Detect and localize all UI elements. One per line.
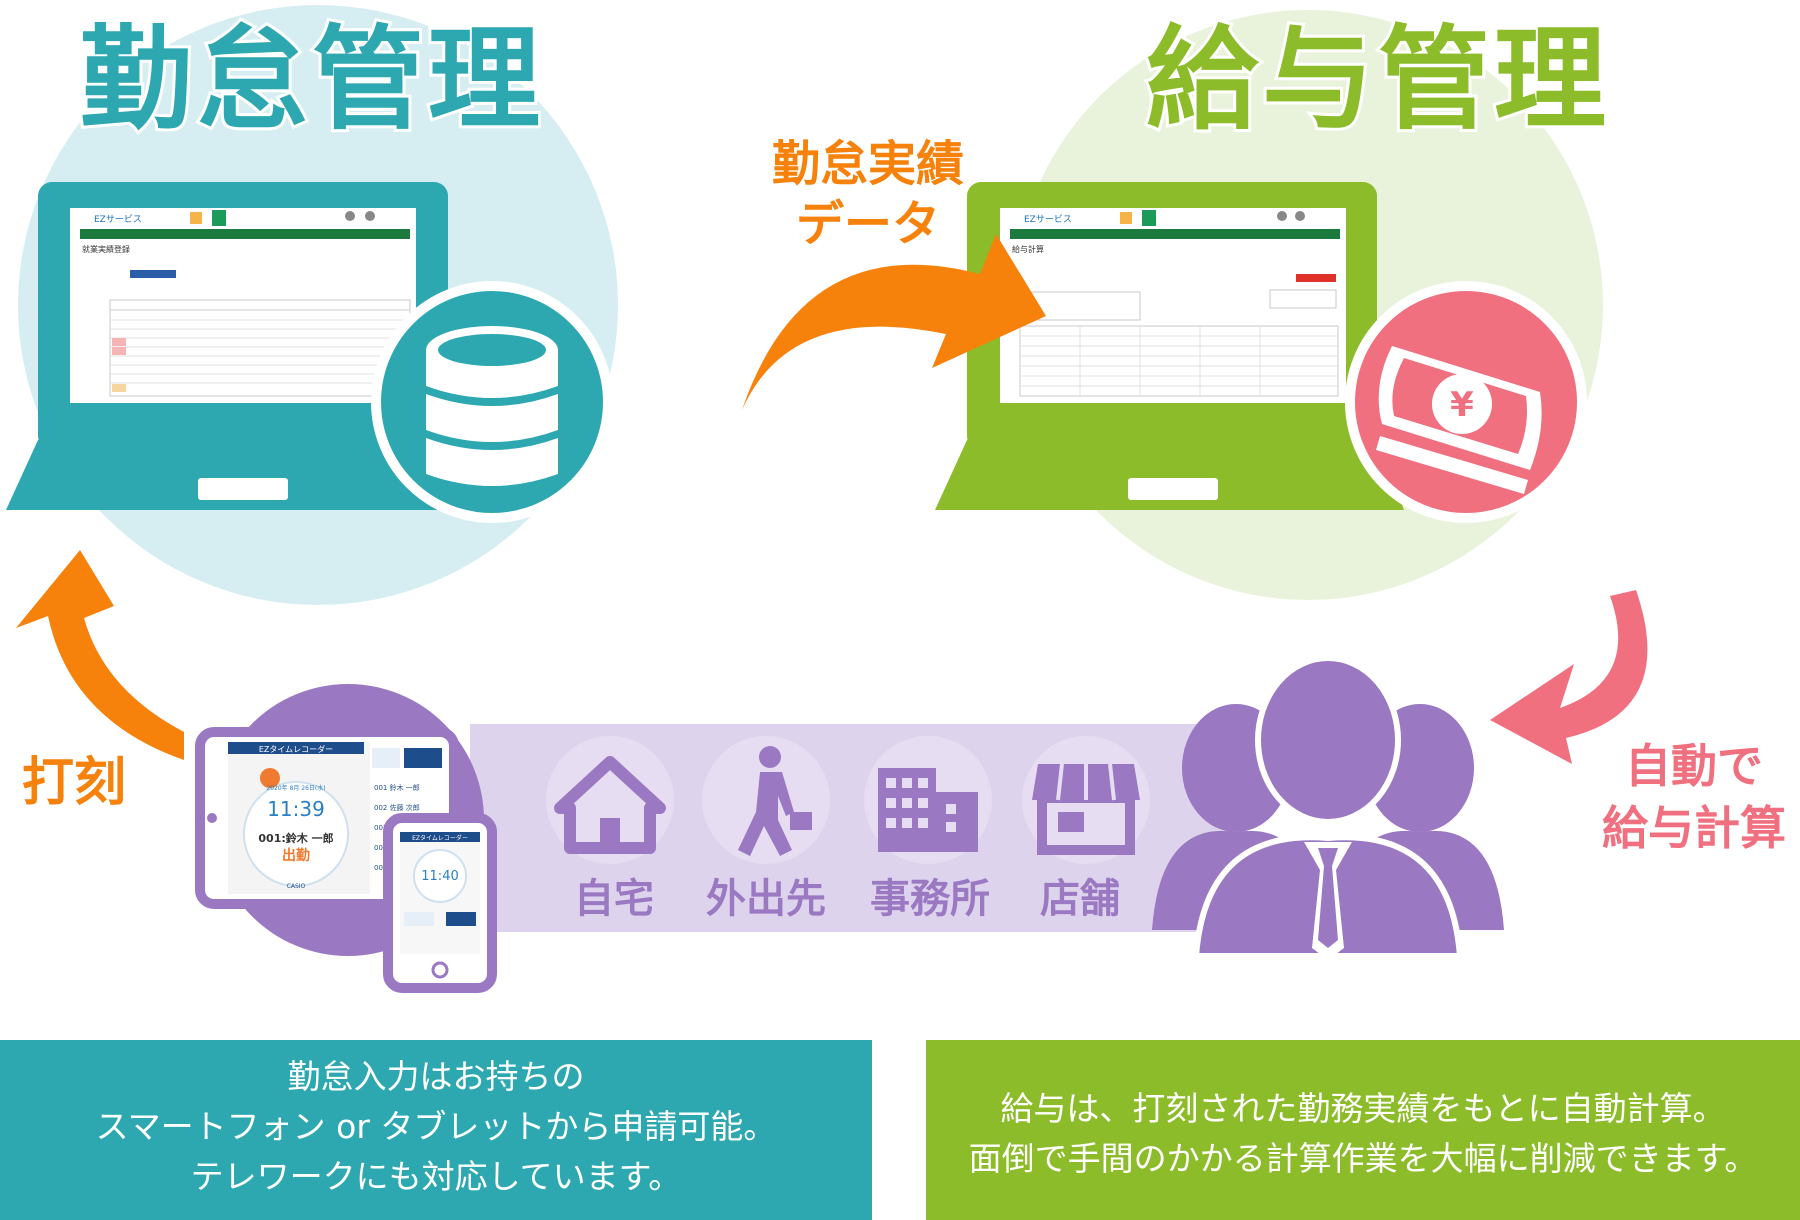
auto-label-line1: 自動で <box>1625 739 1763 793</box>
screen-brand-right: EZサービス <box>1024 214 1072 225</box>
caption-right-box <box>926 1040 1800 1220</box>
yen-symbol: ¥ <box>1450 385 1474 425</box>
transfer-label-line2: データ <box>796 196 940 252</box>
clock-in-arrow <box>16 550 184 760</box>
transfer-label-line1: 勤怠実績 <box>772 136 964 192</box>
caption-left-line2: スマートフォン or タブレットから申請可能。 <box>95 1107 777 1146</box>
payroll-laptop <box>935 182 1404 510</box>
location-outside: 外出先 <box>706 876 826 922</box>
attendance-table <box>109 299 411 397</box>
screen-page-title-right: 給与計算 <box>1012 244 1044 254</box>
screen-page-title-left: 就業実績登録 <box>82 244 130 254</box>
caption-right-line1: 給与は、打刻された勤務実績をもとに自動計算。 <box>1000 1089 1726 1128</box>
tablet-time: 11:39 <box>267 797 325 821</box>
walking-businessman-icon <box>702 736 830 864</box>
tablet-maker: CASIO <box>287 883 306 890</box>
tablet-list-1: 001 鈴木 一郎 <box>374 783 420 792</box>
phone-time: 11:40 <box>421 869 458 884</box>
caption-left: 勤怠入力はお持ちの スマートフォン or タブレットから申請可能。 テレワークに… <box>0 1052 872 1202</box>
employees-icon <box>1152 655 1504 960</box>
transfer-arrow <box>742 234 1046 410</box>
screen-brand-left: EZサービス <box>94 214 142 225</box>
caption-left-line3: テレワークにも対応しています。 <box>190 1157 682 1196</box>
store-icon <box>1022 736 1150 864</box>
phone-app-title: EZタイムレコーダー <box>412 834 468 842</box>
office-building-icon <box>864 736 992 864</box>
caption-left-box <box>0 1040 872 1220</box>
attendance-screen: EZサービス 就業実績登録 <box>80 210 411 397</box>
auto-label-line2: 給与計算 <box>1602 801 1786 855</box>
caption-right: 給与は、打刻された勤務実績をもとに自動計算。 面倒で手間のかかる計算作業を大幅に… <box>926 1084 1800 1184</box>
auto-calc-arrow <box>1490 590 1648 764</box>
tablet-action: 出勤 <box>282 847 310 864</box>
database-icon <box>371 281 613 523</box>
tablet-app-title: EZタイムレコーダー <box>259 744 333 754</box>
payroll-table <box>1011 289 1339 397</box>
payroll-title: 給与管理 <box>1146 15 1610 145</box>
money-icon: ¥ <box>1345 281 1587 523</box>
home-icon <box>546 736 674 864</box>
tablet-list-2: 002 佐藤 次郎 <box>374 803 420 812</box>
location-home: 自宅 <box>574 876 654 922</box>
payroll-screen: EZサービス 給与計算 <box>1010 210 1340 397</box>
clock-label: 打刻 <box>22 753 126 813</box>
caption-right-line2: 面倒で手間のかかる計算作業を大幅に削減できます。 <box>968 1139 1758 1178</box>
attendance-title: 勤怠管理 <box>80 15 544 145</box>
phone-device: EZタイムレコーダー 11:40 <box>383 813 497 993</box>
location-store: 店舗 <box>1040 876 1120 922</box>
tablet-employee: 001:鈴木 一郎 <box>258 831 333 845</box>
tablet-date: 2020年 8月 26日(水) <box>266 784 325 792</box>
caption-left-line1: 勤怠入力はお持ちの <box>287 1057 585 1096</box>
location-office: 事務所 <box>870 876 990 922</box>
